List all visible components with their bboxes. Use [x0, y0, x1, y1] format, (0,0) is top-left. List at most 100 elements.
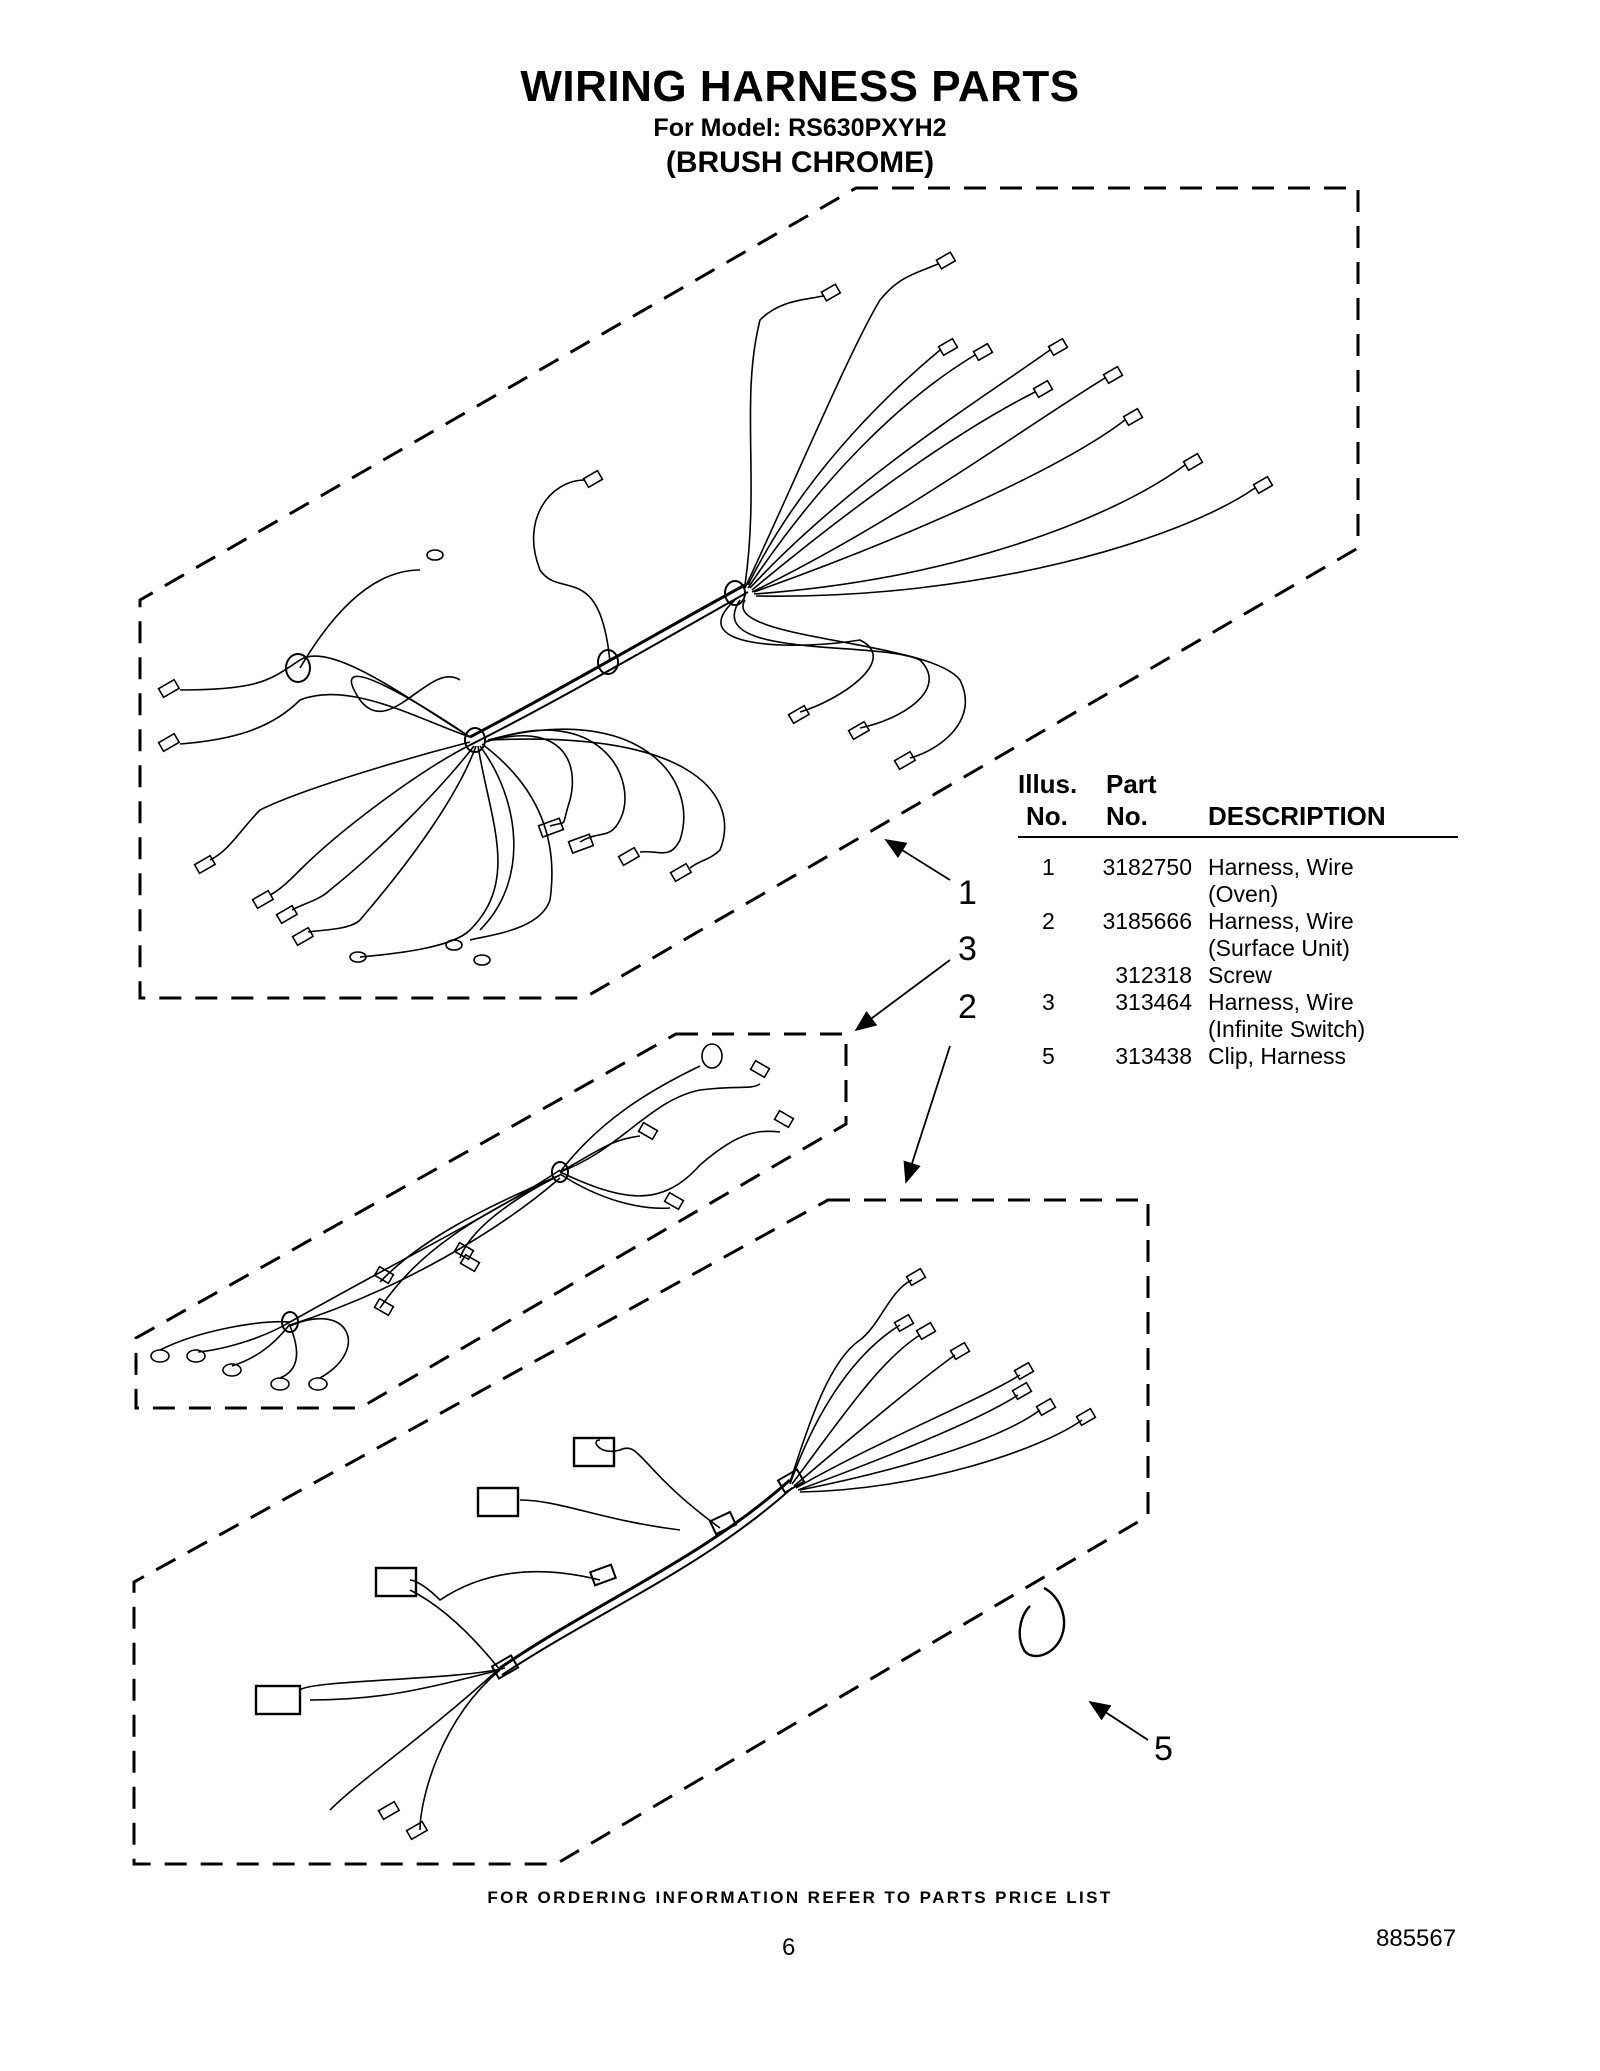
terminal-connector [915, 1321, 937, 1341]
terminal-connector [669, 862, 693, 883]
ordering-note: FOR ORDERING INFORMATION REFER TO PARTS … [487, 1888, 1113, 1907]
page-title: WIRING HARNESS PARTS [520, 62, 1080, 111]
oven-wire [753, 464, 1186, 595]
part-number: 3185666 [1102, 908, 1192, 934]
surface-wire [789, 1324, 901, 1485]
part-description: (Infinite Switch) [1208, 1016, 1366, 1042]
terminal-connector [1252, 475, 1274, 495]
switch-wire [379, 1174, 561, 1309]
part-description: Harness, Wire [1208, 908, 1354, 934]
harness-oven-group [138, 186, 1360, 1000]
oven-wire [485, 729, 626, 843]
surface-wire [797, 1394, 1019, 1491]
oven-wire [269, 743, 473, 896]
switch-knob-terminal [701, 1043, 723, 1069]
harness-clip [464, 727, 486, 753]
part-description: Screw [1208, 962, 1272, 988]
oven-wire [744, 263, 939, 589]
terminal-connector [1182, 452, 1204, 472]
surface-trunk [499, 1478, 791, 1670]
callout-leader-2 [903, 1045, 951, 1184]
harness-oven-trunk-secondary [469, 591, 749, 746]
oven-wire [179, 693, 471, 745]
switch-wire [231, 1323, 291, 1367]
surface-wire [595, 1439, 721, 1529]
surface-wire [793, 1354, 956, 1487]
terminal-connector [937, 337, 959, 357]
header-part-line2: No. [1106, 801, 1148, 831]
ring-terminal [426, 549, 444, 561]
parts-table-row: 1 3182750 Harness, Wire [1018, 854, 1458, 881]
callout-leader-1 [884, 839, 951, 881]
switch-wire [559, 1130, 781, 1197]
parts-table-header: Illus. No. Part No. DESCRIPTION [1018, 770, 1458, 838]
terminal-connector [949, 1341, 971, 1361]
ring-terminal [308, 1377, 328, 1391]
terminal-connector [567, 833, 595, 855]
parts-table-row: 5 313438 Clip, Harness [1018, 1043, 1458, 1070]
terminal-connector [773, 1109, 795, 1129]
terminal-connector [193, 854, 217, 875]
illus-number: 5 [1042, 1043, 1055, 1069]
part-description: (Oven) [1208, 881, 1279, 907]
terminal-connector [637, 1121, 659, 1141]
surface-wire [409, 1570, 601, 1602]
header-illus-line1: Illus. [1018, 769, 1078, 799]
callout-3: 3 [958, 930, 977, 968]
illus-number: 3 [1042, 989, 1055, 1015]
oven-wire [720, 599, 874, 713]
header-part-line1: Part [1106, 769, 1157, 799]
oven-wire [350, 675, 471, 738]
callout-leader-3 [854, 959, 951, 1032]
terminal-connector [582, 469, 604, 489]
surface-wire [309, 1669, 501, 1701]
surface-wire [419, 1669, 501, 1831]
terminal-connector [373, 1297, 395, 1317]
callout-5: 5 [1154, 1730, 1173, 1768]
terminal-connector [405, 1820, 429, 1841]
terminal-connector [157, 732, 181, 753]
illus-number: 2 [1042, 908, 1055, 934]
switch-wire [289, 1317, 349, 1379]
parts-table-row: (Surface Unit) [1018, 935, 1458, 962]
block-connector [374, 1566, 418, 1598]
switch-wire [559, 1065, 701, 1173]
oven-wire [359, 745, 499, 958]
oven-wire [749, 349, 1051, 589]
oven-wire [489, 738, 726, 869]
header-description: DESCRIPTION [1208, 801, 1386, 831]
oven-wire [487, 728, 685, 854]
part-number: 3182750 [1102, 854, 1192, 880]
terminal-connector [905, 1267, 927, 1287]
ring-terminal [349, 951, 367, 963]
parts-table-row: (Infinite Switch) [1018, 1016, 1458, 1043]
terminal-connector [453, 1241, 475, 1261]
callout-2: 2 [958, 988, 977, 1026]
ring-terminal [150, 1349, 170, 1363]
harness-surface-unit-boundary [132, 1198, 1150, 1866]
harness-infinite-switch-group [134, 1032, 848, 1410]
switch-wire [559, 1083, 761, 1173]
oven-wire [291, 745, 475, 911]
model-subtitle: For Model: RS630PXYH2 [653, 114, 947, 142]
callout-1: 1 [958, 874, 977, 912]
harness-sleeve [708, 1510, 738, 1536]
oven-wire [733, 599, 930, 729]
terminal-connector [972, 342, 994, 362]
harness-sleeve [776, 1468, 806, 1494]
surface-wire [299, 1667, 506, 1691]
oven-wire [532, 479, 611, 663]
block-connector [254, 1684, 302, 1716]
part-number: 313438 [1115, 1043, 1192, 1069]
harness-sleeve [490, 1654, 520, 1680]
terminal-connector [377, 1800, 401, 1821]
page-number: 6 [782, 1934, 796, 1961]
terminal-connector [893, 1313, 915, 1333]
oven-wire [209, 741, 471, 861]
ring-terminal [222, 1363, 242, 1377]
oven-wire [307, 745, 477, 933]
callout-leader-5 [1088, 1701, 1149, 1741]
parts-table-row: 2 3185666 Harness, Wire [1018, 908, 1458, 935]
terminal-connector [291, 926, 315, 947]
